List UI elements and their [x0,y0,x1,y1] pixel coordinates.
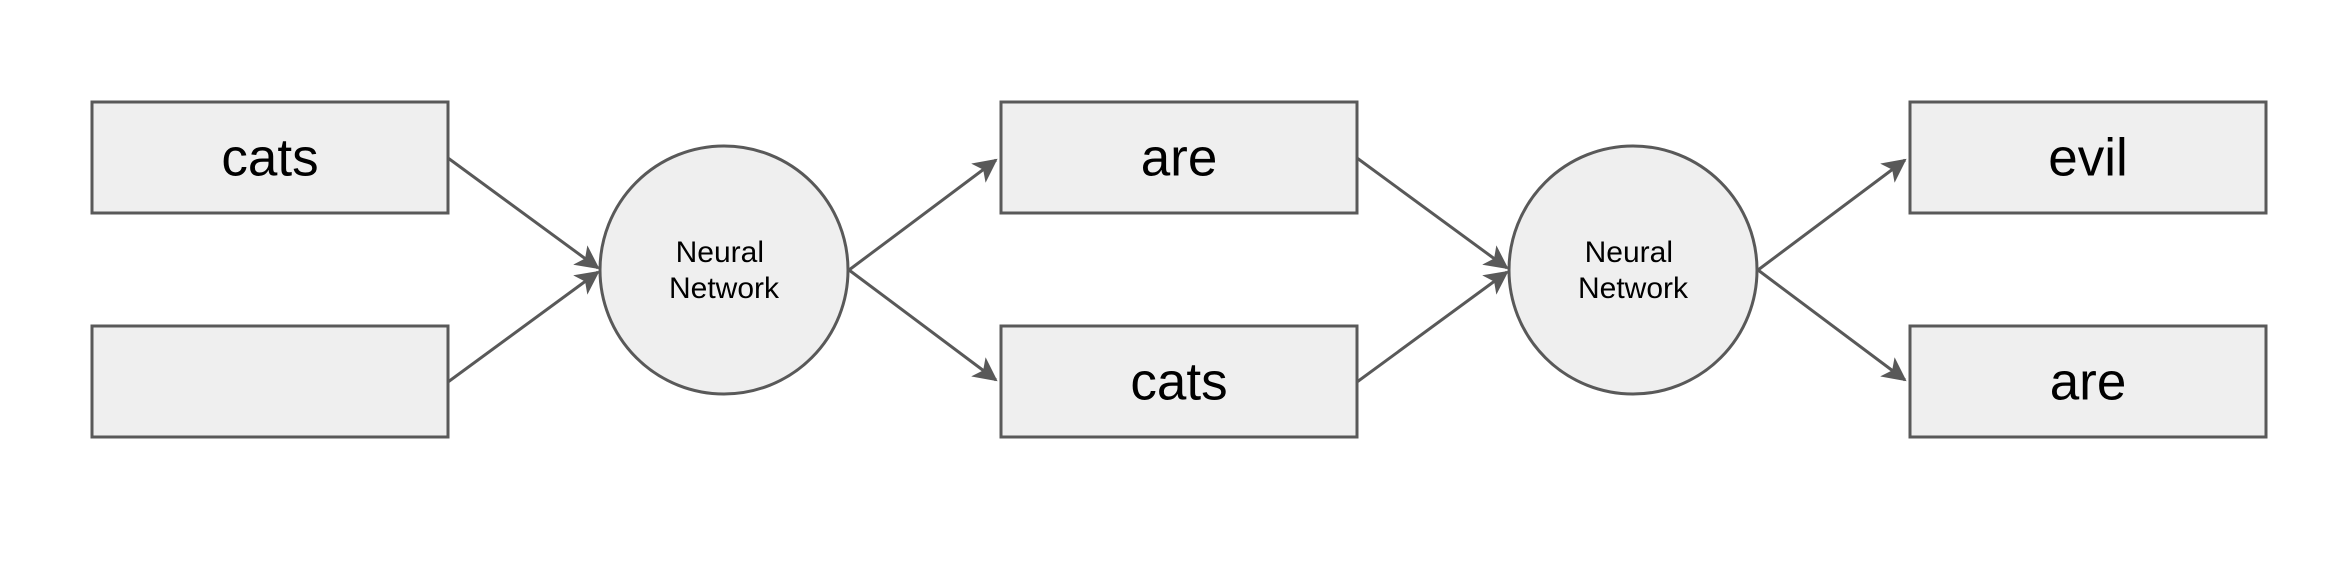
network-1-label-line2: Network [669,272,780,305]
network-1-label: Neural Network [669,236,780,305]
arrow-network2-to-box3top [1757,158,1907,272]
arrows [447,156,1907,384]
arrow-box1top-to-network1 [447,156,600,270]
box-2-bottom: cats [999,324,1359,439]
network-2-label-line1: Neural [1585,236,1673,269]
box-1-top-label: cats [221,129,318,188]
box-1-top: cats [90,100,450,215]
arrow-network1-to-box2bottom [848,268,998,382]
box-2-top: are [999,100,1359,215]
box-1-bottom [90,324,450,439]
network-2-label: Neural Network [1578,236,1689,305]
box-3-bottom-label: are [2050,353,2127,412]
arrow-network2-to-box3bottom [1757,268,1907,382]
box-2-top-label: are [1141,129,1218,188]
network-1: Neural Network [598,144,850,396]
network-2-label-line2: Network [1578,272,1689,305]
box-3-top: evil [1908,100,2268,215]
arrow-network1-to-box2top [848,158,998,272]
network-1-label-line1: Neural [676,236,764,269]
box-3-top-label: evil [2048,129,2128,188]
arrow-box1bottom-to-network1 [447,270,600,384]
arrow-box2bottom-to-network2 [1356,270,1509,384]
box-3-bottom: are [1908,324,2268,439]
box-2-bottom-label: cats [1130,353,1227,412]
network-2: Neural Network [1507,144,1759,396]
arrow-box2top-to-network2 [1356,156,1509,270]
